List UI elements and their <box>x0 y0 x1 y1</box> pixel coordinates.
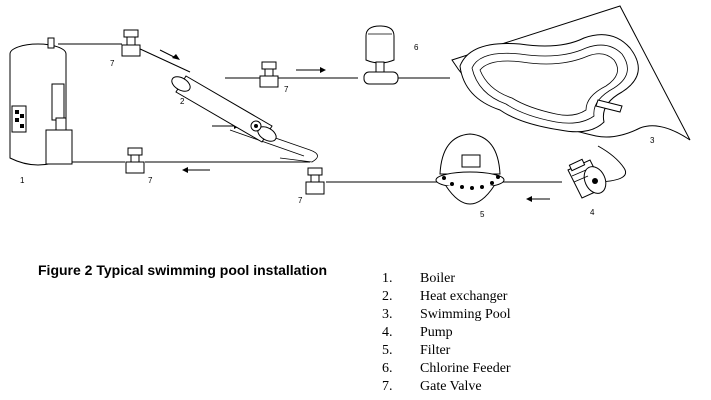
pipe-top-valve-to-exchanger <box>137 47 191 73</box>
legend-number: 5. <box>382 343 393 358</box>
flow-arrow <box>296 67 326 73</box>
pump <box>567 158 607 199</box>
callout-heat-exchanger: 2 <box>180 97 185 106</box>
pipe-exchanger-coil <box>237 124 318 163</box>
legend-item: 5. Filter <box>382 342 511 360</box>
swimming-pool <box>451 5 691 141</box>
legend-number: 4. <box>382 325 393 340</box>
legend-label: Heat exchanger <box>420 289 508 304</box>
legend-number: 2. <box>382 289 393 304</box>
heat-exchanger <box>171 75 277 143</box>
legend-label: Swimming Pool <box>420 307 511 322</box>
legend-number: 6. <box>382 361 393 376</box>
callout-valve-top: 7 <box>110 59 115 68</box>
legend-number: 1. <box>382 271 393 286</box>
figure-caption: Figure 2 Typical swimming pool installat… <box>38 262 328 278</box>
callout-chlorine-feeder: 6 <box>414 43 419 52</box>
legend-item: 4. Pump <box>382 324 511 342</box>
pipe-exchanger-coil-inner <box>229 129 305 157</box>
legend-label: Chlorine Feeder <box>420 361 511 376</box>
legend-item: 2. Heat exchanger <box>382 288 511 306</box>
legend-label: Filter <box>420 343 451 358</box>
flow-arrow <box>182 167 210 173</box>
callout-labels: 1 2 3 4 5 6 7 7 7 7 <box>20 43 655 219</box>
flow-arrow <box>526 196 550 202</box>
legend-item: 3. Swimming Pool <box>382 306 511 324</box>
component-legend: 1. Boiler 2. Heat exchanger 3. Swimming Poo… <box>382 270 511 396</box>
callout-boiler: 1 <box>20 176 25 185</box>
chlorine-feeder <box>363 25 399 85</box>
piping <box>58 43 626 183</box>
callout-filter: 5 <box>480 210 485 219</box>
legend-number: 3. <box>382 307 393 322</box>
legend-item: 6. Chlorine Feeder <box>382 360 511 378</box>
legend-number: 7. <box>382 379 393 394</box>
pipe-pump-to-pool <box>597 145 626 183</box>
legend-label: Pump <box>420 325 453 340</box>
callout-valve-bottom-left: 7 <box>148 176 153 185</box>
boiler <box>9 37 73 166</box>
gate-valve-mid <box>259 61 279 88</box>
filter-flange-bolts <box>442 175 500 190</box>
flow-arrow <box>159 49 180 60</box>
gate-valve-bottom-right <box>305 167 325 195</box>
gate-valve-bottom-left <box>125 147 145 174</box>
callout-valve-mid: 7 <box>284 85 289 94</box>
legend-item: 7. Gate Valve <box>382 378 511 396</box>
callout-pump: 4 <box>590 208 595 217</box>
callout-valve-bottom-right: 7 <box>298 196 303 205</box>
callout-swimming-pool: 3 <box>650 136 655 145</box>
legend-item: 1. Boiler <box>382 270 511 288</box>
legend-label: Gate Valve <box>420 379 482 394</box>
legend-label: Boiler <box>420 271 455 286</box>
gate-valve-top <box>121 29 141 57</box>
filter <box>435 133 505 205</box>
